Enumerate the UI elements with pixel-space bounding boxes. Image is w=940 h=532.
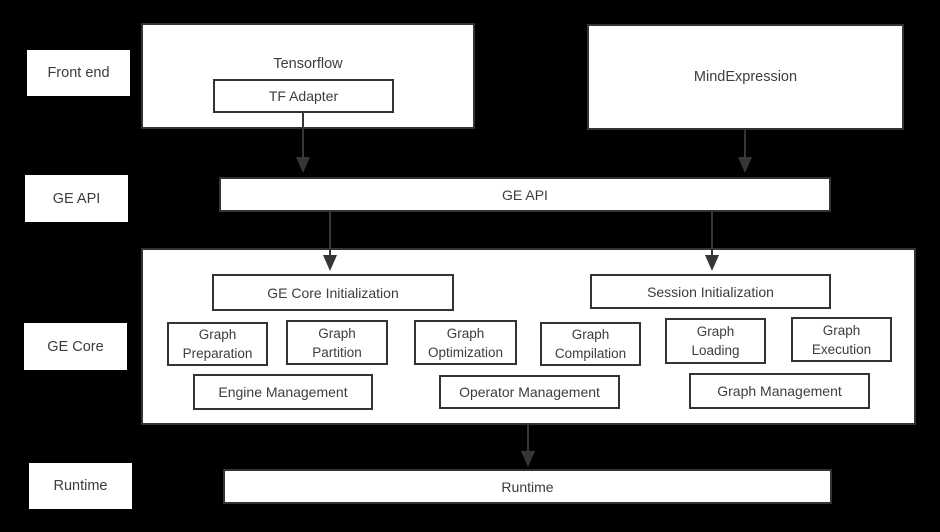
mindexpression-label: MindExpression	[693, 69, 798, 85]
graph-partition-box: Graph Partition	[286, 320, 388, 365]
operator-management-box: Operator Management	[439, 375, 620, 409]
row-label-front-end: Front end	[27, 50, 130, 96]
arrow-head-icon	[296, 157, 310, 173]
session-initialization-box: Session Initialization	[590, 274, 831, 309]
arrow-head-icon	[738, 157, 752, 173]
row-label-ge-api: GE API	[25, 175, 128, 222]
mindexpression-box: MindExpression	[587, 24, 904, 130]
ge-core-initialization-box: GE Core Initialization	[212, 274, 454, 311]
ge-core-box: GE Core Initialization Session Initializ…	[141, 248, 916, 425]
arrow-stem	[527, 424, 529, 451]
arrow-ge-core-to-runtime	[521, 424, 535, 467]
arrow-mindexpression-to-ge-api	[738, 130, 752, 173]
ge-api-bar: GE API	[219, 177, 831, 212]
graph-compilation-box: Graph Compilation	[540, 322, 641, 366]
graph-execution-box: Graph Execution	[791, 317, 892, 362]
graph-preparation-box: Graph Preparation	[167, 322, 268, 366]
tensorflow-label: Tensorflow	[273, 56, 343, 72]
row-label-runtime: Runtime	[29, 463, 132, 509]
row-label-ge-core: GE Core	[24, 323, 127, 370]
arrow-stem	[744, 130, 746, 157]
engine-management-box: Engine Management	[193, 374, 373, 410]
tf-adapter-box: TF Adapter	[213, 79, 394, 113]
arrow-head-icon	[521, 451, 535, 467]
tensorflow-box: Tensorflow TF Adapter	[141, 23, 475, 129]
graph-optimization-box: Graph Optimization	[414, 320, 517, 365]
graph-loading-box: Graph Loading	[665, 318, 766, 364]
runtime-bar: Runtime	[223, 469, 832, 504]
graph-management-box: Graph Management	[689, 373, 870, 409]
